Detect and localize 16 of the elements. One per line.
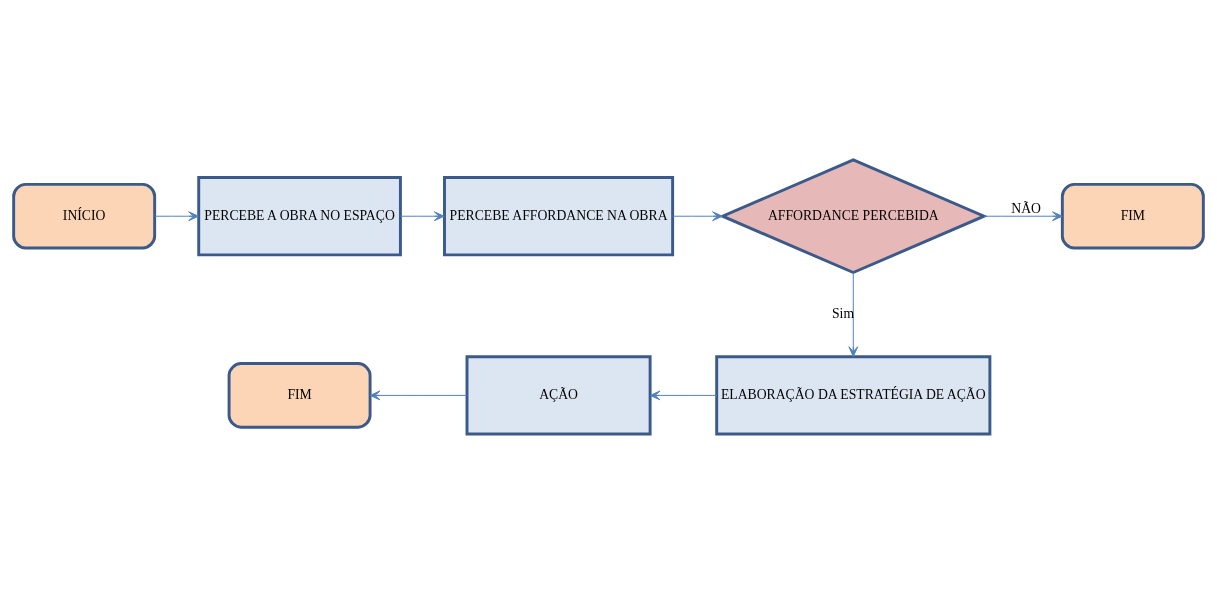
node-box: ELABORAÇÃO DA ESTRATÉGIA DE AÇÃO <box>715 354 992 436</box>
arrow <box>400 210 445 221</box>
edge-label: NÃO <box>1011 200 1041 215</box>
edge-label: Sim <box>831 305 855 321</box>
node-box: AÇÃO <box>465 354 652 436</box>
arrow <box>649 390 718 400</box>
node-box: PERCEBE A OBRA NO ESPAÇO <box>197 175 402 256</box>
node-box: INÍCIO <box>12 182 157 249</box>
arrow <box>369 390 468 400</box>
arrow <box>672 210 723 221</box>
arrow <box>983 210 1063 221</box>
arrow <box>154 210 199 221</box>
node-box: PERCEBE AFFORDANCE NA OBRA <box>443 175 675 256</box>
arrow <box>848 271 859 357</box>
node-box: FIM <box>1060 182 1205 249</box>
node-box: FIM <box>227 361 372 429</box>
